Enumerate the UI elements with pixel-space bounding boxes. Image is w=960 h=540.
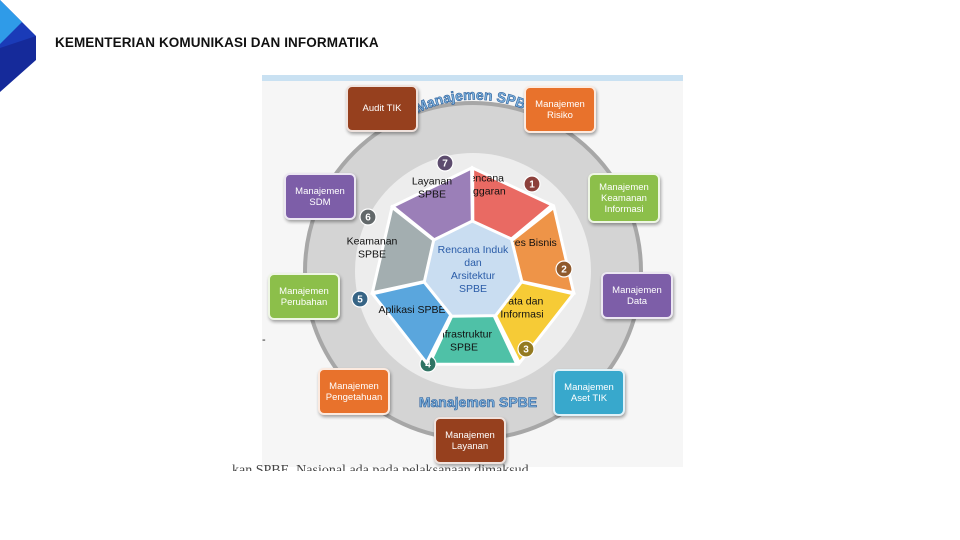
segment-3-number: 3	[523, 345, 529, 356]
segment-5-label: Aplikasi SPBE	[378, 304, 445, 316]
segment-5-number: 5	[357, 295, 363, 306]
segment-2-number: 2	[561, 265, 567, 276]
management-box-1: Audit TIK	[346, 85, 418, 132]
segment-4-number: 4	[425, 360, 431, 371]
segment-7-number: 7	[442, 159, 448, 170]
segment-2-number-badge	[555, 260, 573, 278]
center-core	[422, 219, 524, 318]
ring-label-bottom: Manajemen SPBE	[419, 394, 537, 410]
page-header-title: KEMENTERIAN KOMUNIKASI DAN INFORMATIKA	[55, 35, 379, 50]
segment-1-number-badge	[523, 175, 541, 193]
segment-3-number-badge	[517, 340, 535, 358]
segment-6-number-badge	[359, 208, 377, 226]
ministry-logo-icon	[0, 0, 36, 92]
segment-7-number-badge	[436, 154, 454, 172]
segment-6-number: 6	[365, 213, 371, 224]
segment-1-number: 1	[529, 180, 535, 191]
segment-5-number-badge	[351, 290, 369, 308]
cropped-bottom-caption: kan SPBE. Nasional ada pada pelaksanaan …	[232, 463, 529, 471]
stray-mark: -	[262, 334, 266, 346]
